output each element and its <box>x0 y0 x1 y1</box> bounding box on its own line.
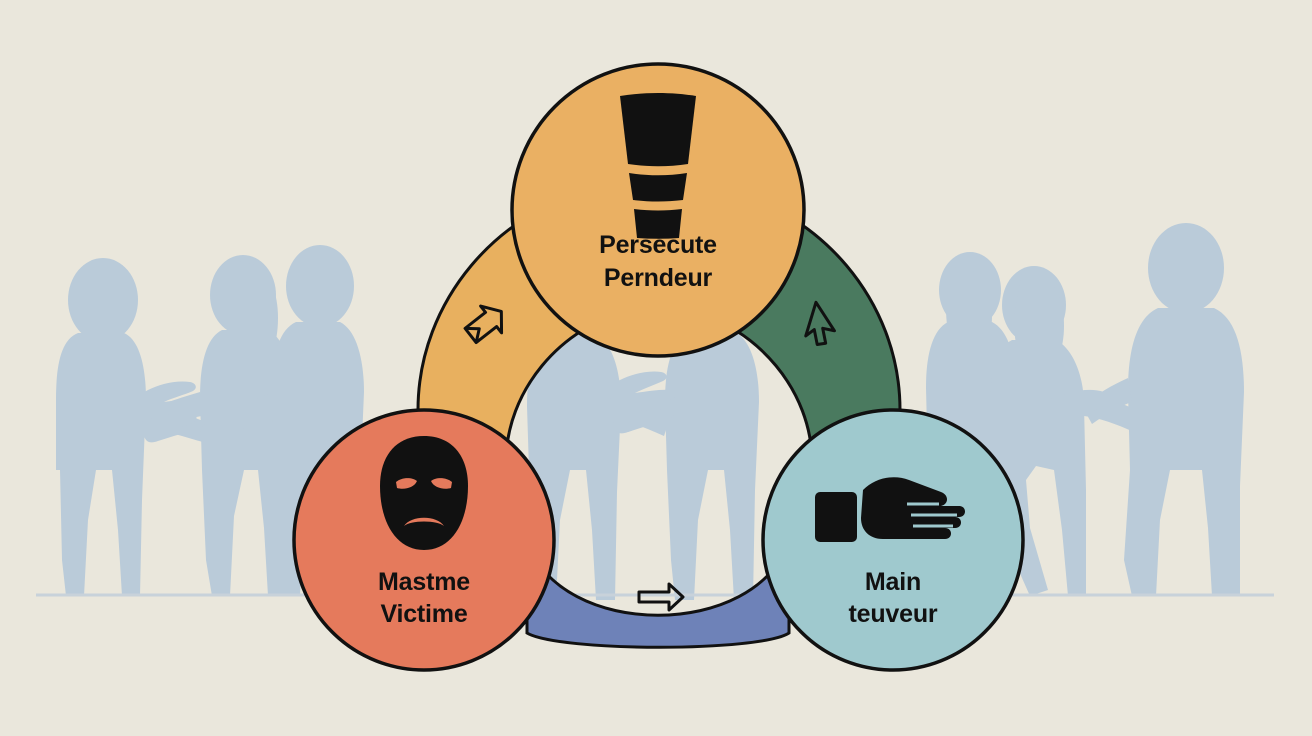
silhouette-handshake-right <box>1048 389 1110 424</box>
silhouette-figure-right-3 <box>1082 223 1244 596</box>
helping-hand-icon <box>815 477 965 542</box>
sad-mask-icon <box>380 436 468 550</box>
silhouette-figure-left-1 <box>56 258 212 596</box>
right-arrow-icon <box>637 582 685 612</box>
persecutor-label-line1: Persécute <box>599 231 717 259</box>
victim-label-line2: Victime <box>380 600 467 628</box>
node-rescuer[interactable]: Main teuveur <box>761 408 1025 672</box>
node-persecutor[interactable]: Persécute Perndeur <box>510 62 806 358</box>
node-victim[interactable]: Mastme Victime <box>292 408 556 672</box>
cursor-arrow-icon <box>804 300 836 346</box>
megaphone-stack-icon <box>620 93 696 239</box>
silhouette-hands-center <box>609 371 677 434</box>
persecutor-label-line2: Perndeur <box>604 264 713 292</box>
victim-label-line1: Mastme <box>378 568 470 596</box>
silhouette-hands-left <box>139 381 208 443</box>
rescuer-label-line2: teuveur <box>849 600 938 628</box>
double-angled-arrow-icon <box>463 304 504 345</box>
rescuer-label-line1: Main <box>865 568 921 596</box>
